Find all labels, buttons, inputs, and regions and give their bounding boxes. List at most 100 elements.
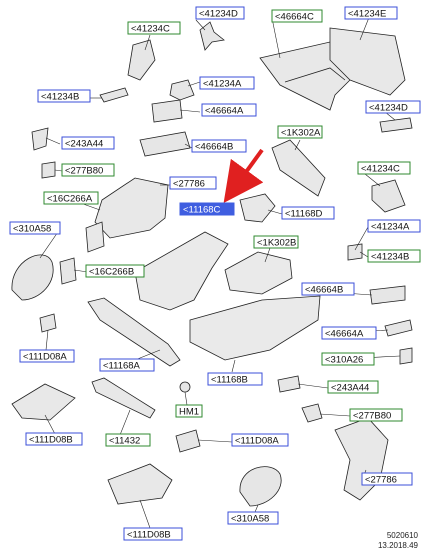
part-310a26-small <box>399 347 413 365</box>
callout-text: <41234C <box>131 23 170 34</box>
callout-text: <41234E <box>348 8 386 19</box>
callout-l6: <41234B <box>37 89 91 103</box>
part-11168d-bracket <box>239 193 276 223</box>
callout-text: <46664B <box>305 284 343 295</box>
part-41234c-top <box>127 39 156 81</box>
callout-box <box>179 202 235 216</box>
callout-text: <111D08B <box>29 434 73 445</box>
part-111d08b-left-panel <box>11 383 76 421</box>
callout-text: <243A44 <box>65 138 103 149</box>
callout-box <box>199 76 255 90</box>
callout-text: <41234D <box>369 102 408 113</box>
callout-text: <1K302A <box>281 127 321 138</box>
callout-box <box>367 249 421 263</box>
callout-l34: <111D08A <box>231 433 289 447</box>
callout-text: <41234B <box>41 91 79 102</box>
callout-box <box>201 103 257 117</box>
callout-l14: <27786 <box>169 176 217 190</box>
part-41234d-top <box>199 21 225 51</box>
callout-l10: <46664B <box>191 139 247 153</box>
callout-text: <243A44 <box>331 382 369 393</box>
callout-l3: <46664C <box>271 9 323 23</box>
part-277b80-small <box>41 161 56 179</box>
callout-text: <1K302B <box>257 237 296 248</box>
callout-box <box>327 380 379 394</box>
callout-text: <27786 <box>365 474 397 485</box>
callout-text: <11168B <box>211 374 248 385</box>
callout-l32: <111D08B <box>25 432 83 446</box>
callout-box <box>175 404 203 418</box>
callout-text: <27786 <box>173 178 205 189</box>
part-46664b-pad <box>139 131 191 157</box>
callout-box <box>349 408 403 422</box>
part-16c266b-block <box>59 257 77 285</box>
callout-l36: <111D08B <box>123 527 183 541</box>
part-41234c-right <box>371 179 406 213</box>
callout-box <box>61 136 115 150</box>
callout-text: <41234B <box>371 251 409 262</box>
callout-box <box>344 6 398 20</box>
callout-l30: HM1 <box>175 404 203 418</box>
callout-l22: <41234B <box>367 249 421 263</box>
callout-box <box>61 163 115 177</box>
callout-text: <16C266A <box>47 193 93 204</box>
callout-text: <11168A <box>103 360 141 371</box>
callout-l9: <243A44 <box>61 136 115 150</box>
callout-l7: <46664A <box>201 103 257 117</box>
callout-labels: <41234C <41234D <46664C <41234E <41234A <4123… <box>9 6 421 541</box>
part-27786-right-shield <box>334 417 389 501</box>
part-310a58-bag <box>11 254 54 301</box>
callout-box <box>367 219 421 233</box>
callout-l1: <41234C <box>127 21 181 35</box>
callout-box <box>281 206 335 220</box>
callout-text: <41234A <box>203 78 242 89</box>
callout-l24: <46664A <box>321 326 377 340</box>
part-41234d-strip <box>379 117 413 133</box>
callout-l13: <41234C <box>357 161 411 175</box>
callout-text: HM1 <box>179 406 199 417</box>
callout-box <box>191 139 247 153</box>
callout-box <box>127 21 181 35</box>
callout-l35: <27786 <box>361 472 413 486</box>
part-243a44-clip <box>31 127 49 151</box>
callout-l29: <243A44 <box>327 380 379 394</box>
callout-box <box>37 89 91 103</box>
callout-box <box>321 326 377 340</box>
callout-l28: <11168B <box>207 372 263 386</box>
callout-box <box>85 264 145 278</box>
callout-box <box>253 235 299 249</box>
callout-l33: <11432 <box>105 433 151 447</box>
callout-text: <310A58 <box>13 223 51 234</box>
callout-l5: <41234A <box>199 76 255 90</box>
callout-box <box>25 432 83 446</box>
callout-l25: <111D08A <box>19 349 75 363</box>
callout-l20: <1K302B <box>253 235 299 249</box>
part-41234e-panel <box>329 27 406 96</box>
part-243a44-lower-pad <box>277 375 301 393</box>
part-111d08a-clip <box>39 313 57 333</box>
part-111d08a-lower-clip <box>175 429 201 453</box>
callout-box <box>19 349 75 363</box>
callout-box <box>231 433 289 447</box>
part-11168a-long-rail <box>87 297 181 367</box>
part-46664b-right-pad <box>369 285 406 305</box>
callout-l37: <310A58 <box>227 511 279 525</box>
callout-text: <310A58 <box>231 513 269 524</box>
callout-text: <11168D <box>285 208 323 219</box>
part-46664a-right-strip <box>384 319 413 337</box>
callout-box <box>123 527 183 541</box>
callout-box <box>361 472 413 486</box>
callout-box <box>99 358 155 372</box>
part-41234a-bracket <box>169 79 195 101</box>
callout-text: <111D08B <box>127 529 171 540</box>
callout-text: <16C266B <box>89 266 134 277</box>
part-41234b-clip <box>99 87 129 103</box>
callout-box <box>301 282 355 296</box>
part-main-floor-tray <box>134 231 321 361</box>
callout-l27: <310A26 <box>321 352 375 366</box>
part-277b80-lower-bracket <box>301 403 323 423</box>
callout-box <box>321 352 375 366</box>
callout-box <box>365 100 421 114</box>
callout-box <box>9 221 61 235</box>
callout-l18: <41234A <box>367 219 421 233</box>
